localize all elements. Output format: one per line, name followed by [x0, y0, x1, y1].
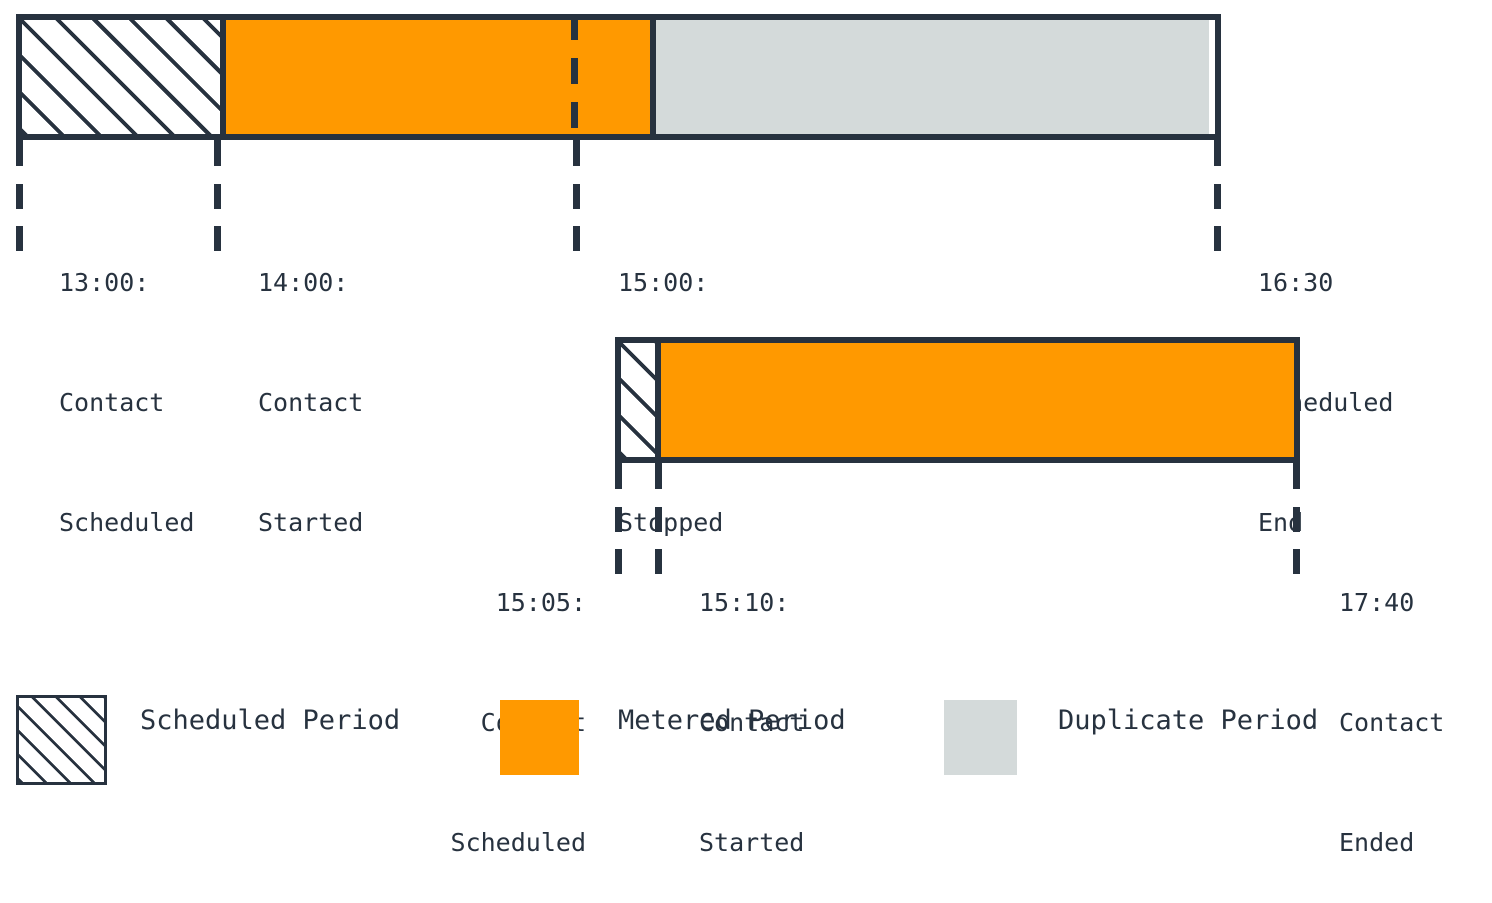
tick-solid [1293, 463, 1300, 489]
tick-dash-1 [214, 184, 221, 209]
marker-time: 15:00: [618, 268, 709, 297]
legend-label-scheduled-period: Scheduled Period [140, 705, 401, 736]
marker-line1: Contact [1339, 708, 1445, 737]
tick-solid [655, 463, 662, 489]
timeline-1-segment-scheduled [22, 20, 220, 134]
tick-dash-1 [16, 184, 23, 209]
legend-swatch-metered-period [500, 700, 579, 775]
marker-line2: Scheduled [59, 508, 195, 537]
marker-time: 17:40 [1339, 588, 1415, 617]
legend-label-duplicate-period: Duplicate Period [1058, 705, 1319, 736]
marker-line2: Started [699, 828, 805, 857]
contact-stopped-dashed-marker [571, 14, 578, 140]
timeline-2-segment-scheduled [621, 343, 655, 457]
tick-solid [1214, 140, 1221, 166]
legend-swatch-duplicate-period [944, 700, 1017, 775]
timeline-1-segment-metered [220, 14, 650, 140]
tick-solid [573, 140, 580, 166]
timeline-1-marker-label-14-00: 14:00: Contact Started [258, 183, 363, 583]
timeline-1-marker-label-13-00: 13:00: Contact Scheduled [59, 183, 194, 583]
tick-dash-2 [1293, 549, 1300, 574]
marker-line1: Contact [699, 708, 805, 737]
tick-dash-1 [1214, 184, 1221, 209]
marker-time: 15:05: [495, 588, 586, 617]
marker-line1: Contact [258, 388, 364, 417]
marker-time: 13:00: [59, 268, 150, 297]
legend-swatch-scheduled-period [16, 695, 107, 785]
marker-line2: Scheduled [450, 828, 586, 857]
timeline-2-marker-label-17-40: 17:40 Contact Ended [1339, 503, 1444, 903]
tick-dash-2 [655, 549, 662, 574]
tick-dash-1 [615, 507, 622, 532]
timeline-1-segment-duplicate [650, 20, 1209, 134]
tick-solid [214, 140, 221, 166]
tick-dash-2 [573, 226, 580, 251]
marker-time: 16:30 [1258, 268, 1334, 297]
marker-time: 14:00: [258, 268, 349, 297]
marker-line2: Ended [1339, 828, 1415, 857]
tick-solid [615, 463, 622, 489]
timeline-2-bar [615, 337, 1300, 463]
legend-label-metered-period: Metered Period [618, 705, 846, 736]
tick-dash-1 [1293, 507, 1300, 532]
tick-dash-2 [214, 226, 221, 251]
tick-dash-2 [1214, 226, 1221, 251]
tick-dash-1 [573, 184, 580, 209]
tick-dash-2 [16, 226, 23, 251]
timeline-2-marker-label-15-10: 15:10: Contact Started [699, 503, 804, 903]
timeline-1-bar [16, 14, 1221, 140]
tick-dash-1 [655, 507, 662, 532]
marker-time: 15:10: [699, 588, 790, 617]
marker-line2: Stopped [618, 508, 724, 537]
tick-solid [16, 140, 23, 166]
timeline-2-segment-metered [655, 343, 1294, 457]
marker-line2: Started [258, 508, 364, 537]
marker-line1: Contact [59, 388, 165, 417]
tick-dash-2 [615, 549, 622, 574]
